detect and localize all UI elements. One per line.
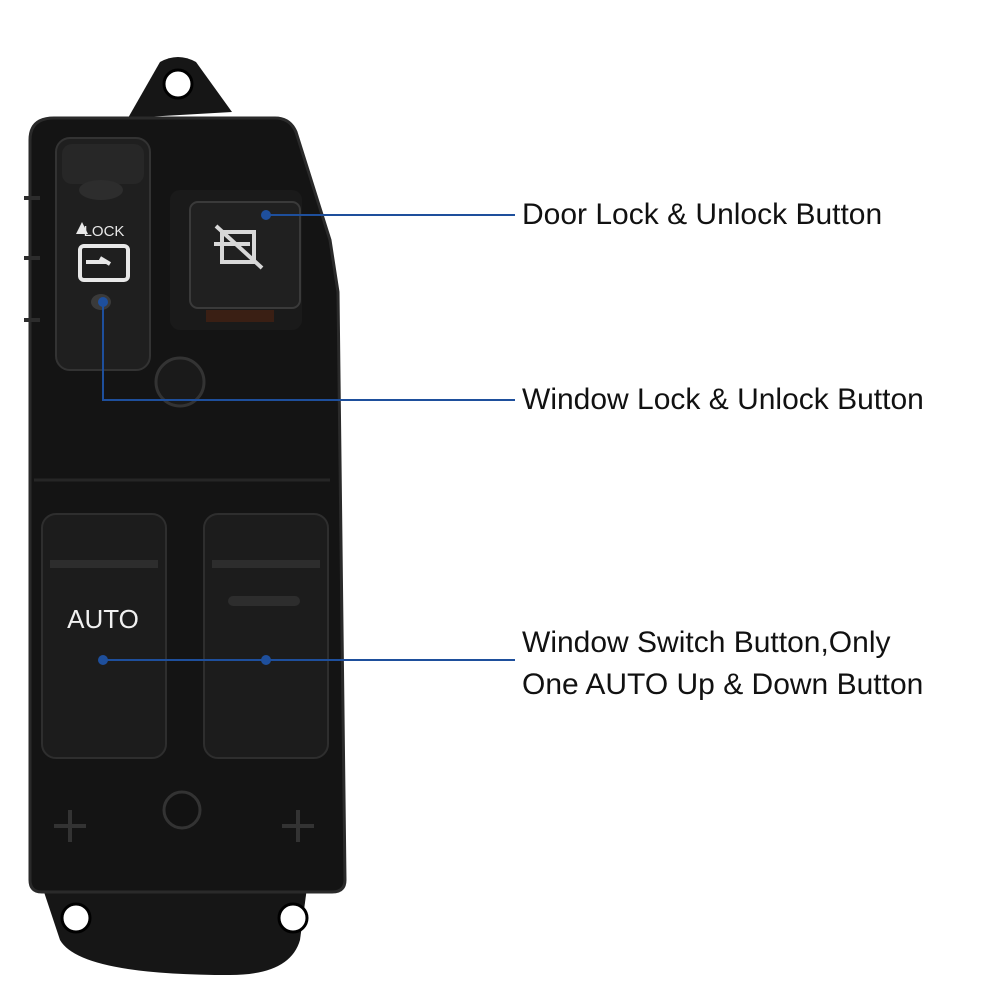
window-lock-rocker-top <box>62 144 144 184</box>
lock-up-arrow-icon <box>76 222 88 234</box>
auto-switch-leader-dot <box>98 655 108 665</box>
center-knob <box>154 356 206 408</box>
door-lock-indicator <box>206 310 274 322</box>
bottom-mount-tabs <box>40 880 308 975</box>
bottom-right-mount-hole <box>277 902 309 934</box>
auto-switch-ridge <box>50 560 158 568</box>
window-switch-callout-line1: Window Switch Button,Only <box>522 626 891 659</box>
window-switch-callout-line2: One AUTO Up & Down Button <box>522 668 924 701</box>
top-mount-hole <box>162 68 194 100</box>
auto-window-switch[interactable] <box>41 513 167 759</box>
door-lock-symbol-icon <box>214 224 264 270</box>
lock-label: LOCK <box>84 223 125 240</box>
side-ribs <box>24 196 40 322</box>
bottom-left-mount-hole <box>60 902 92 934</box>
window-switch-callout: Window Switch Button,Only One AUTO Up & … <box>522 622 923 706</box>
window-symbol-key-icon <box>86 256 112 266</box>
passenger-switch-leader-dot <box>261 655 271 665</box>
window-symbol-icon <box>78 244 130 282</box>
leader-lines <box>102 214 515 661</box>
passenger-switch-notch <box>228 596 300 606</box>
window-lock-recess <box>79 180 123 200</box>
window-lock-leader <box>102 302 515 401</box>
left-plus-mark-icon <box>54 810 86 842</box>
auto-label: AUTO <box>67 604 139 634</box>
door-lock-callout-text: Door Lock & Unlock Button <box>522 198 883 231</box>
right-plus-mark-icon <box>282 810 314 842</box>
passenger-switch-ridge <box>212 560 320 568</box>
door-lock-leader-dot <box>261 210 271 220</box>
bottom-screw <box>162 790 202 830</box>
window-lock-leader-dot <box>98 297 108 307</box>
passenger-window-switch[interactable] <box>203 513 329 759</box>
window-lock-callout-text: Window Lock & Unlock Button <box>522 383 924 416</box>
window-lock-callout: Window Lock & Unlock Button <box>522 379 924 421</box>
door-lock-callout: Door Lock & Unlock Button <box>522 194 882 236</box>
